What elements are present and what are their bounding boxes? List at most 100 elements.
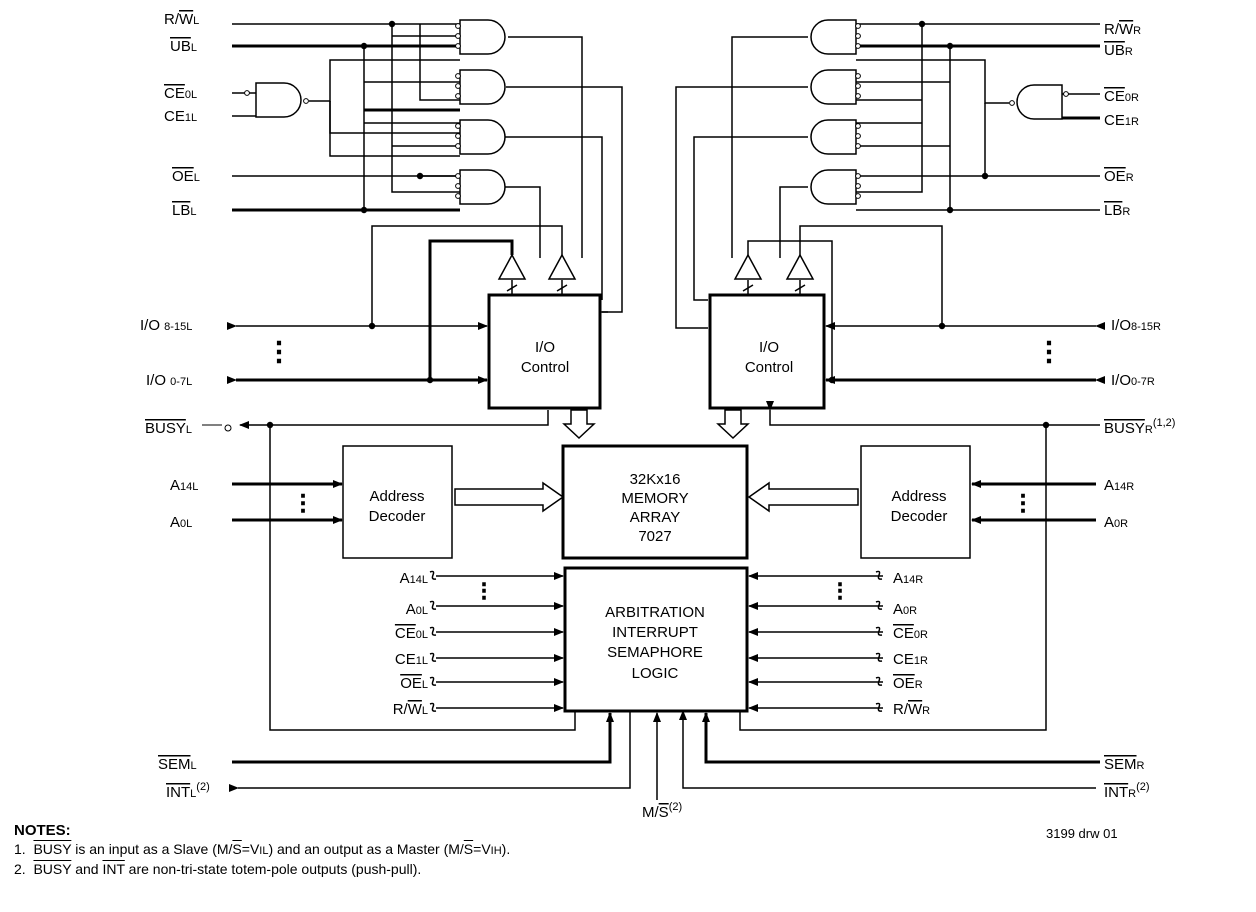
wire: [799, 225, 943, 326]
wire: [371, 225, 563, 326]
ellipsis-left-io: ⋮: [266, 336, 292, 366]
ellipsis-arb-right: ⋮: [830, 580, 850, 602]
inversion-bubble: [455, 173, 461, 179]
arb-label-rw-left: R/WL: [393, 701, 428, 718]
inversion-bubble: [455, 143, 461, 149]
inversion-bubble: [855, 73, 861, 79]
note-2: 2. BUSY and INT are non-tri-state totem-…: [14, 861, 422, 877]
label-ce0-left: CE0L: [164, 85, 197, 102]
squiggle: [429, 626, 437, 636]
squiggle: [875, 570, 883, 580]
arbitration-line2: INTERRUPT: [612, 624, 698, 641]
address-decoder-right-line2: Decoder: [891, 508, 948, 525]
junction-dot: [360, 42, 368, 50]
arbitration-line4: LOGIC: [632, 665, 679, 682]
and-gate: [459, 169, 506, 205]
inversion-bubble: [244, 90, 250, 96]
and-gate: [810, 119, 857, 155]
memory-line3: ARRAY: [630, 509, 681, 526]
memory-line4: 7027: [638, 528, 671, 545]
inversion-bubble: [455, 23, 461, 29]
inversion-bubble: [855, 33, 861, 39]
label-busy-left: BUSYL: [145, 420, 192, 437]
arb-label-a14-left: A14L: [400, 570, 428, 587]
ellipsis-left-addr: ⋮: [292, 490, 314, 515]
arb-label-ce1-left: CE1L: [395, 651, 428, 668]
label-rw-left: R/WL: [164, 11, 199, 28]
label-a14-right: A14R: [1104, 477, 1134, 494]
squiggle: [875, 702, 883, 712]
arb-label-a0-left: A0L: [406, 601, 428, 618]
wire: [508, 36, 583, 258]
tristate-buffer: [733, 253, 763, 280]
inversion-bubble: [455, 93, 461, 99]
wiring: ⋮⋮⋮⋮⋮⋮: [202, 19, 1105, 800]
address-bus-arrow: [747, 481, 859, 513]
int-left: [229, 711, 631, 792]
wire: [731, 36, 808, 258]
wire: [329, 101, 460, 157]
io-control-right-line2: Control: [745, 359, 793, 376]
inversion-bubble: [855, 193, 861, 199]
arbitration-block: [563, 566, 749, 713]
inversion-bubble: [855, 43, 861, 49]
wire: [505, 186, 541, 258]
arb-label-ce0-left: CE0L: [395, 625, 428, 642]
label-sem-right: SEMR: [1104, 756, 1145, 773]
and-gate: [810, 19, 857, 55]
wire: [506, 284, 518, 292]
junction-dot: [946, 42, 954, 50]
label-rw-right: R/WR: [1104, 21, 1141, 38]
data-bus-arrow: [716, 409, 750, 440]
inversion-bubble: [455, 133, 461, 139]
arb-label-a0-right: A0R: [893, 601, 917, 618]
address-decoder-left-line2: Decoder: [369, 508, 426, 525]
wire: [419, 24, 460, 101]
memory-array: [561, 444, 749, 560]
drawing-number: 3199 drw 01: [1046, 826, 1118, 841]
junction-dot: [360, 206, 368, 214]
squiggle: [429, 702, 437, 712]
squiggle: [875, 600, 883, 610]
inversion-bubble: [855, 83, 861, 89]
wire: [794, 284, 806, 292]
squiggle: [429, 652, 437, 662]
sem-left: [232, 712, 614, 764]
label-a0-left: A0L: [170, 514, 192, 531]
label-int-left: INTL(2): [166, 781, 210, 801]
io-control-left: [487, 293, 602, 410]
note-1: 1. BUSY is an input as a Slave (M/S=VIL)…: [14, 841, 511, 857]
ellipsis-right-io: ⋮: [1036, 336, 1062, 366]
wire: [675, 86, 808, 329]
label-lb-left: LBL: [172, 202, 196, 219]
wire: [739, 425, 1047, 731]
tristate-buffer: [785, 253, 815, 280]
wire: [693, 136, 808, 301]
wire-gate-out: [506, 86, 623, 313]
squiggle: [429, 600, 437, 610]
io-control-left-line1: I/O: [535, 339, 555, 356]
memory-line1: 32Kx16: [630, 471, 681, 488]
label-io07-right: I/O0-7R: [1111, 372, 1155, 389]
arb-label-ce0-right: CE0R: [893, 625, 928, 642]
busy-open-drain: [224, 424, 232, 432]
wire: [856, 24, 923, 193]
label-ub-left: UBL: [170, 38, 197, 55]
wire: [428, 239, 514, 380]
notes-title: NOTES:: [14, 822, 71, 839]
address-decoder-right: [860, 445, 971, 559]
label-io815-right: I/O8-15R: [1111, 317, 1161, 334]
inversion-bubble: [855, 133, 861, 139]
inversion-bubble: [455, 183, 461, 189]
and-gate: [459, 19, 506, 55]
tristate-buffer: [547, 253, 577, 280]
ellipsis-right-addr: ⋮: [1012, 490, 1034, 515]
address-decoder-right-line1: Address: [891, 488, 946, 505]
inversion-bubble: [455, 83, 461, 89]
junction-dot: [946, 206, 954, 214]
inversion-bubble: [455, 43, 461, 49]
label-ce1-left: CE1L: [164, 108, 197, 125]
inversion-bubble: [303, 98, 309, 104]
and-gate: [810, 69, 857, 105]
